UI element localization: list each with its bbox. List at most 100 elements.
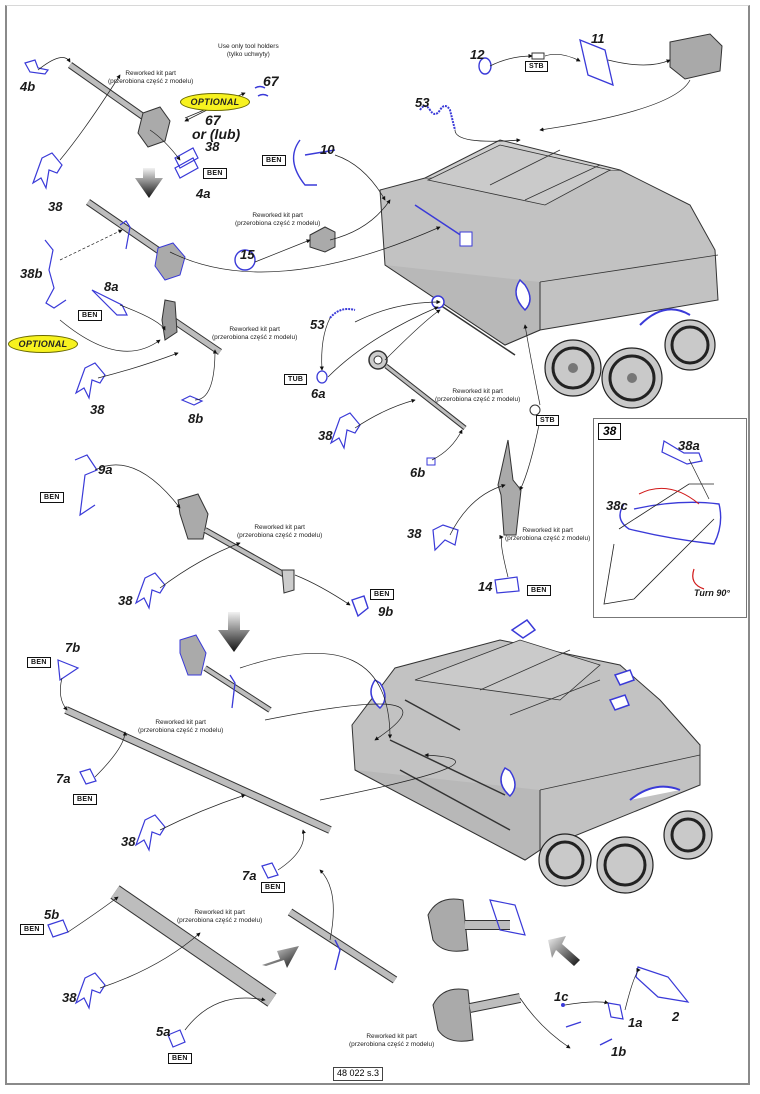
part-label: 10 xyxy=(320,142,335,157)
ben-tag: BEN xyxy=(20,924,44,935)
reworked-note: Reworked kit part (przerobiona część z m… xyxy=(177,909,262,925)
stb-tag: STB xyxy=(536,415,559,426)
ben-tag: BEN xyxy=(262,155,286,166)
part-label: 7b xyxy=(65,640,81,655)
reworked-note: Reworked kit part (przerobiona część z m… xyxy=(235,212,320,228)
crowbar-kit-part xyxy=(64,706,332,834)
note-en: Reworked kit part xyxy=(229,326,280,333)
note-pl: (przerobiona część z modelu) xyxy=(177,917,263,925)
part-label: 1c xyxy=(554,989,569,1004)
ben-tag: BEN xyxy=(203,168,227,179)
reworked-note: Reworked kit part (przerobiona część z m… xyxy=(108,70,193,86)
shovel-assembled xyxy=(179,634,272,713)
part-label: 1b xyxy=(611,1044,627,1059)
part-label: 7a xyxy=(242,868,257,883)
instruction-sheet xyxy=(5,5,750,1085)
ben-tag: BEN xyxy=(370,589,394,600)
shovel-kit-part xyxy=(177,493,295,594)
part-1b xyxy=(565,1021,582,1028)
ben-tag: BEN xyxy=(40,492,64,503)
sledgehammer-assembled xyxy=(86,199,186,281)
wheel xyxy=(544,339,602,397)
part-1b xyxy=(599,1038,613,1046)
part-label: 67 xyxy=(263,73,279,89)
ben-tag: BEN xyxy=(168,1053,192,1064)
part-15-knob xyxy=(234,226,336,271)
optional-badge: OPTIONAL xyxy=(180,93,250,111)
reworked-note: Reworked kit part (przerobiona część z m… xyxy=(212,326,297,342)
part-53-chain xyxy=(419,105,456,131)
part-label: 1a xyxy=(628,1015,643,1030)
part-5b xyxy=(47,919,69,938)
part-label: 5b xyxy=(44,907,60,922)
part-4b xyxy=(24,59,50,75)
turn-90-note: Turn 90° xyxy=(694,588,730,598)
part-label: 4b xyxy=(20,79,36,94)
part-8b xyxy=(180,395,204,406)
part-label: 38 xyxy=(62,990,77,1005)
part-label: 6b xyxy=(410,465,426,480)
note-pl: (przerobiona część z modelu) xyxy=(435,396,521,404)
pickaxe-kit-part xyxy=(497,439,522,536)
part-11-bracket xyxy=(579,38,614,87)
part-label: 15 xyxy=(240,247,255,262)
note-en: Use only tool holders xyxy=(218,43,279,50)
part-label: 53 xyxy=(310,317,325,332)
part-9a xyxy=(74,454,98,517)
note-en: Reworked kit part xyxy=(125,70,176,77)
clamp-38 xyxy=(432,524,459,552)
reworked-note: Reworked kit part (przerobiona część z m… xyxy=(505,527,590,543)
note-pl: (tylko uchwyty) xyxy=(226,51,270,59)
ben-tag: BEN xyxy=(27,657,51,668)
part-label: 38 xyxy=(48,199,63,214)
wheel xyxy=(601,347,663,409)
note-pl: (przerobiona część z modelu) xyxy=(138,727,224,735)
page-code: 48 022 s.3 xyxy=(333,1067,384,1081)
part-label: 14 xyxy=(478,579,493,594)
detail-number: 38 xyxy=(598,423,622,441)
part-12 xyxy=(478,57,492,75)
direction-arrow-down xyxy=(218,612,250,652)
jack-kit-part xyxy=(432,988,521,1042)
tub-tag: TUB xyxy=(284,374,308,385)
part-label: 53 xyxy=(415,95,430,110)
wheel xyxy=(596,836,654,894)
direction-arrow-upleft xyxy=(548,936,580,966)
pole-kit-part xyxy=(110,885,277,1007)
jack-assembled xyxy=(427,898,526,952)
part-9b xyxy=(351,595,369,618)
part-7a xyxy=(261,862,279,879)
reworked-note: Reworked kit part (przerobiona część z m… xyxy=(237,524,322,540)
clamp-38 xyxy=(74,972,106,1010)
note-en: Reworked kit part xyxy=(366,1033,417,1040)
note-pl: (przerobiona część z modelu) xyxy=(505,535,591,543)
clamp-38 xyxy=(74,362,106,400)
part-4a xyxy=(174,147,199,179)
note-en: Reworked kit part xyxy=(155,719,206,726)
note-pl: (przerobiona część z modelu) xyxy=(349,1041,435,1049)
note-en: Reworked kit part xyxy=(194,909,245,916)
pole-assembled xyxy=(287,908,398,984)
part-label: 7a xyxy=(56,771,71,786)
tool-holders-note: Use only tool holders (tylko uchwyty) xyxy=(218,43,279,59)
part-label: 8b xyxy=(188,411,204,426)
reworked-note: Reworked kit part (przerobiona część z m… xyxy=(138,719,223,735)
part-label: 38 xyxy=(121,834,136,849)
clamp-38 xyxy=(134,572,166,610)
part-8a xyxy=(91,289,128,316)
part-5a xyxy=(167,1029,186,1048)
clamp-38 xyxy=(329,412,361,450)
part-1c xyxy=(561,1003,565,1007)
clamp-38 xyxy=(134,814,166,852)
note-pl: (przerobiona część z modelu) xyxy=(212,334,298,342)
part-label: 4a xyxy=(196,186,211,201)
part-14 xyxy=(494,576,520,594)
part-6a-tube xyxy=(316,370,328,384)
ben-tag: BEN xyxy=(78,310,102,321)
part-label: 38 xyxy=(118,593,133,608)
part-label: 12 xyxy=(470,47,485,62)
vehicle-hull-bottom xyxy=(351,618,713,894)
detail-part-label: 38a xyxy=(678,438,700,453)
part-label: 38 xyxy=(90,402,105,417)
